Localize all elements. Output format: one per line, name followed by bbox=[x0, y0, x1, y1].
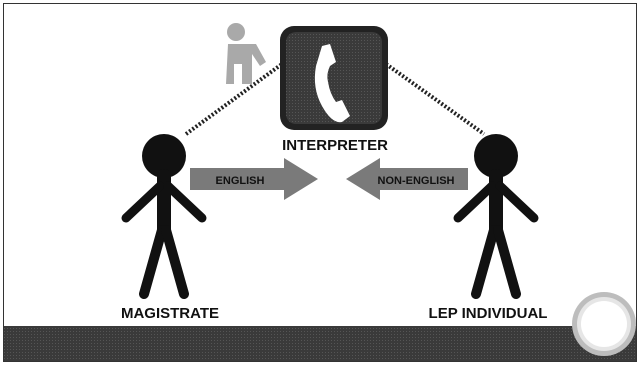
non-english-arrow: NON-ENGLISH bbox=[346, 158, 468, 200]
interpreter-label: INTERPRETER bbox=[282, 137, 388, 154]
connection-lines bbox=[184, 62, 486, 136]
english-arrow: ENGLISH bbox=[190, 158, 318, 200]
circular-badge-icon bbox=[572, 292, 636, 356]
diagram-frame: INTERPRETER ENGLISH NON-ENGLISH MAGISTRA… bbox=[3, 3, 637, 362]
lep-individual-label: LEP INDIVIDUAL bbox=[429, 305, 548, 322]
bottom-band bbox=[4, 326, 636, 361]
english-arrow-label: ENGLISH bbox=[216, 175, 265, 187]
telephone-icon bbox=[280, 26, 388, 130]
person-figure-icon bbox=[226, 23, 266, 84]
magistrate-label: MAGISTRATE bbox=[121, 305, 219, 322]
non-english-arrow-label: NON-ENGLISH bbox=[378, 175, 455, 187]
magistrate-figure bbox=[121, 134, 207, 299]
diagram-canvas: INTERPRETER ENGLISH NON-ENGLISH MAGISTRA… bbox=[4, 23, 636, 361]
lep-individual-figure bbox=[453, 134, 539, 299]
connection-line-right bbox=[384, 62, 486, 136]
